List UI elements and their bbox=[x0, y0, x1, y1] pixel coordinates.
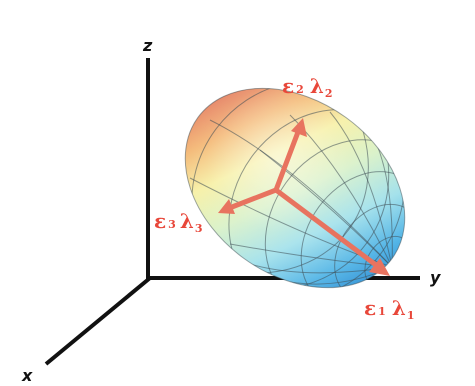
x-axis-label: x bbox=[21, 366, 33, 385]
eigenvector-arrows bbox=[218, 118, 390, 276]
eigenvector-3-arrowhead bbox=[218, 199, 235, 214]
ellipsoid-outline bbox=[184, 87, 406, 289]
eigenvector-2-arrowhead bbox=[291, 118, 307, 137]
x-axis bbox=[44, 276, 152, 366]
eigenvector-3-arrow bbox=[229, 187, 279, 210]
y-axis-label: y bbox=[430, 268, 441, 287]
z-axis-label: z bbox=[142, 36, 153, 55]
eigenvector-2-arrow bbox=[273, 129, 301, 193]
eigenvector-1-arrow bbox=[273, 187, 379, 268]
ellipsoid-highlight bbox=[185, 88, 405, 288]
eigenvector-1-arrowhead bbox=[369, 258, 390, 276]
